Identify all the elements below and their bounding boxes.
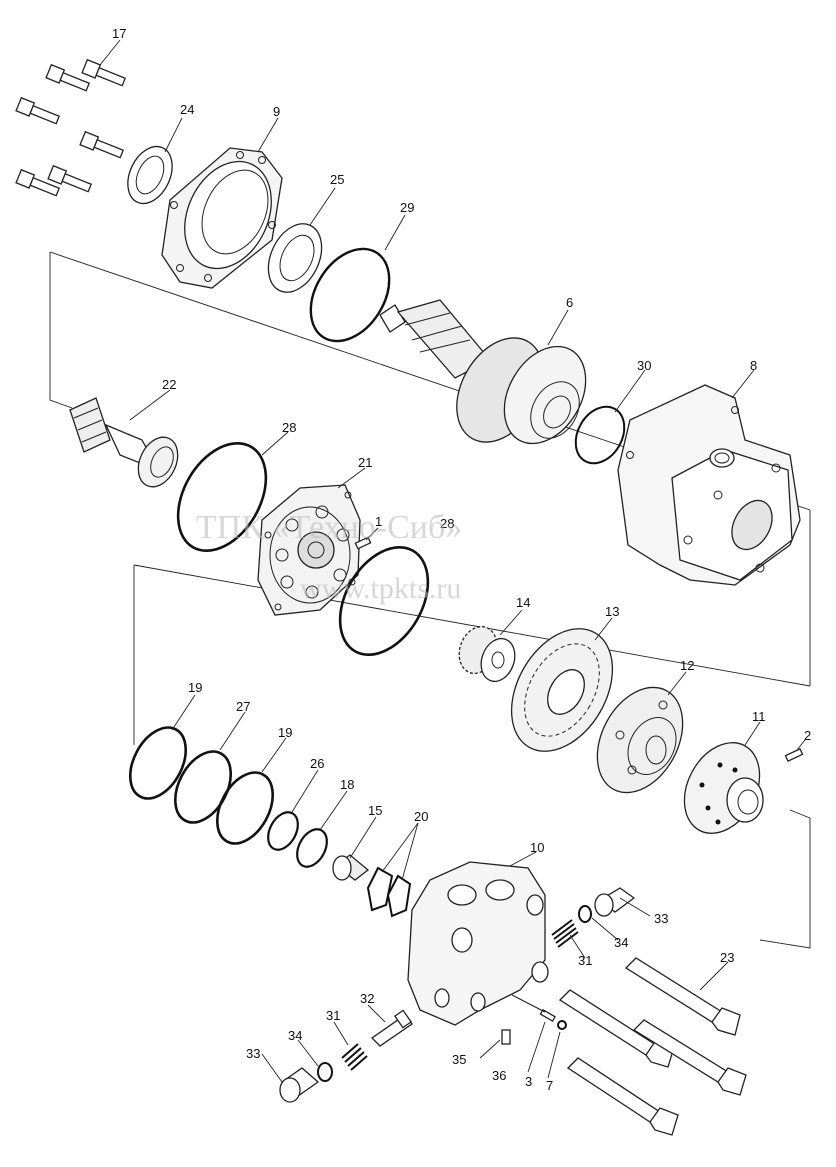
watermark-url: www.tpkts.ru [300,572,461,605]
plug-33-left [279,1067,320,1103]
bolt-17-d [79,130,125,159]
callout-34-right: 34 [614,935,628,950]
callout-35: 35 [452,1052,466,1067]
bolt-17-e [47,164,93,193]
callout-32: 32 [360,991,374,1006]
o-ring-30 [574,405,626,465]
callout-15: 15 [368,803,382,818]
o-ring-28-lower [338,545,430,657]
pin-3 [539,1008,556,1022]
callout-9: 9 [273,104,280,119]
pin-7 [557,1020,567,1030]
callout-22: 22 [162,377,176,392]
gear-14 [458,625,516,683]
pin-36 [511,994,546,1013]
callout-13: 13 [605,604,619,619]
bolt-17-f [15,168,61,197]
leader-lines [99,39,806,1083]
callout-20: 20 [414,809,428,824]
washer-34-left [317,1062,333,1082]
spring-31-right [551,919,579,948]
bolt-23-d [566,1057,679,1136]
o-ring-19-left [128,726,188,800]
callout-labels: 17 24 9 25 29 6 30 8 22 28 21 1 28 14 13… [112,26,811,1093]
seal-24 [127,145,173,205]
bolt-23-c [632,1019,747,1096]
callout-28-lower: 28 [440,516,454,531]
seal-20-a [366,866,394,912]
o-ring-29 [309,247,391,343]
callout-26: 26 [310,756,324,771]
bolt-23-a [624,957,741,1036]
callout-31-right: 31 [578,953,592,968]
callout-36: 36 [492,1068,506,1083]
callout-21: 21 [358,455,372,470]
callout-33-right: 33 [654,911,668,926]
valve-stem-32 [370,1009,413,1047]
callout-14: 14 [516,595,530,610]
o-ring-19-right [215,771,275,845]
bolt-17-c [15,96,61,125]
callout-19-left: 19 [188,680,202,695]
callout-23: 23 [720,950,734,965]
callout-10: 10 [530,840,544,855]
gear-shaft-22 [69,397,179,488]
callout-3: 3 [525,1074,532,1089]
callout-29: 29 [400,200,414,215]
callout-12: 12 [680,658,694,673]
plug-33-right [594,887,636,917]
valve-plate-11 [683,742,764,834]
shaft-6 [379,299,587,445]
bolt-17-b [81,58,127,87]
bolt-17-group [15,58,127,197]
watermark: ТПК «Техно-Сиб» www.tpkts.ru [196,509,462,605]
gerotor-21 [257,484,361,616]
flange-9 [161,147,283,289]
callout-25: 25 [330,172,344,187]
callout-2: 2 [804,728,811,743]
bolt-23-b [558,989,675,1068]
callout-33-left: 33 [246,1046,260,1061]
callout-34-left: 34 [288,1028,302,1043]
o-ring-18 [296,828,328,868]
callout-31-left: 31 [326,1008,340,1023]
bearing-plate-13 [510,628,614,752]
o-ring-26 [267,811,299,851]
callout-17: 17 [112,26,126,41]
callout-18: 18 [340,777,354,792]
callout-28-upper: 28 [282,420,296,435]
callout-24: 24 [180,102,194,117]
callout-30: 30 [637,358,651,373]
callout-27: 27 [236,699,250,714]
watermark-company: ТПК «Техно-Сиб» [196,509,462,546]
callout-19-right: 19 [278,725,292,740]
callout-7: 7 [546,1078,553,1093]
housing-8 [617,384,801,586]
seal-20-b [386,874,412,918]
callout-11: 11 [752,709,766,724]
pin-2 [784,748,804,762]
plate-12 [596,686,684,794]
callout-1: 1 [375,514,382,529]
pin-35 [501,1029,511,1045]
o-ring-28-upper [176,441,268,553]
callout-6: 6 [566,295,573,310]
bolt-17-a [45,63,91,92]
callout-8: 8 [750,358,757,373]
washer-34-right [578,905,592,923]
seal-25 [267,223,323,293]
pin-1 [354,536,372,550]
spring-31-left [341,1043,368,1071]
sleeve-15 [332,854,370,881]
valve-body-10 [407,861,549,1026]
